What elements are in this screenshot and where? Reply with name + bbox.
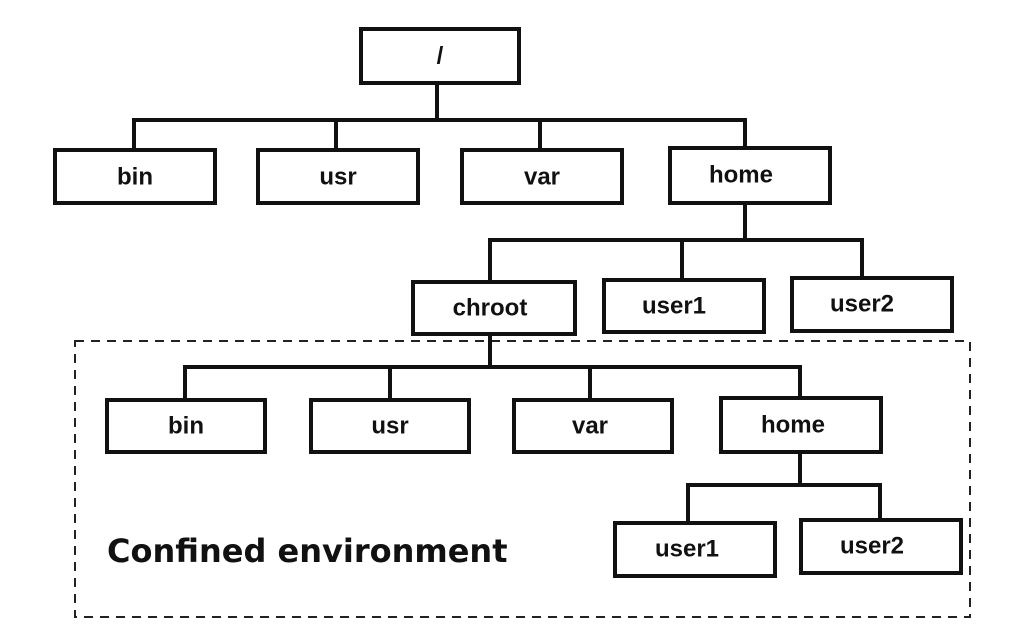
node-bin: bin: [53, 148, 217, 205]
node-chroot-bin-label: bin: [168, 413, 204, 440]
tree-connectors: [132, 80, 882, 525]
node-home-label: home: [709, 162, 773, 189]
node-home-user2: user2: [790, 276, 954, 333]
node-chroot-home-user2: user2: [799, 518, 963, 575]
node-bin-label: bin: [117, 164, 153, 191]
node-var-label: var: [524, 164, 560, 191]
node-chroot: chroot: [411, 280, 577, 336]
node-chroot-var: var: [512, 398, 674, 454]
node-root-label: /: [437, 43, 444, 70]
node-usr: usr: [256, 148, 420, 205]
node-home: home: [668, 146, 832, 205]
node-chroot-usr-label: usr: [371, 413, 408, 440]
confined-environment-region: [74, 340, 971, 618]
node-home-user2-label: user2: [830, 291, 894, 318]
node-chroot-home-user1: user1: [613, 521, 777, 578]
node-chroot-label: chroot: [453, 295, 528, 322]
node-usr-label: usr: [319, 164, 356, 191]
node-chroot-bin: bin: [105, 398, 267, 454]
node-chroot-var-label: var: [572, 413, 608, 440]
node-chroot-home: home: [719, 396, 883, 454]
confined-environment-label: Confined environment: [107, 532, 507, 570]
node-chroot-home-label: home: [761, 412, 825, 439]
node-chroot-home-user1-label: user1: [655, 536, 719, 563]
node-home-user1: user1: [602, 278, 766, 334]
node-var: var: [460, 148, 624, 205]
node-chroot-home-user2-label: user2: [840, 533, 904, 560]
node-home-user1-label: user1: [642, 293, 706, 320]
node-root: /: [359, 27, 521, 85]
node-chroot-usr: usr: [309, 398, 471, 454]
